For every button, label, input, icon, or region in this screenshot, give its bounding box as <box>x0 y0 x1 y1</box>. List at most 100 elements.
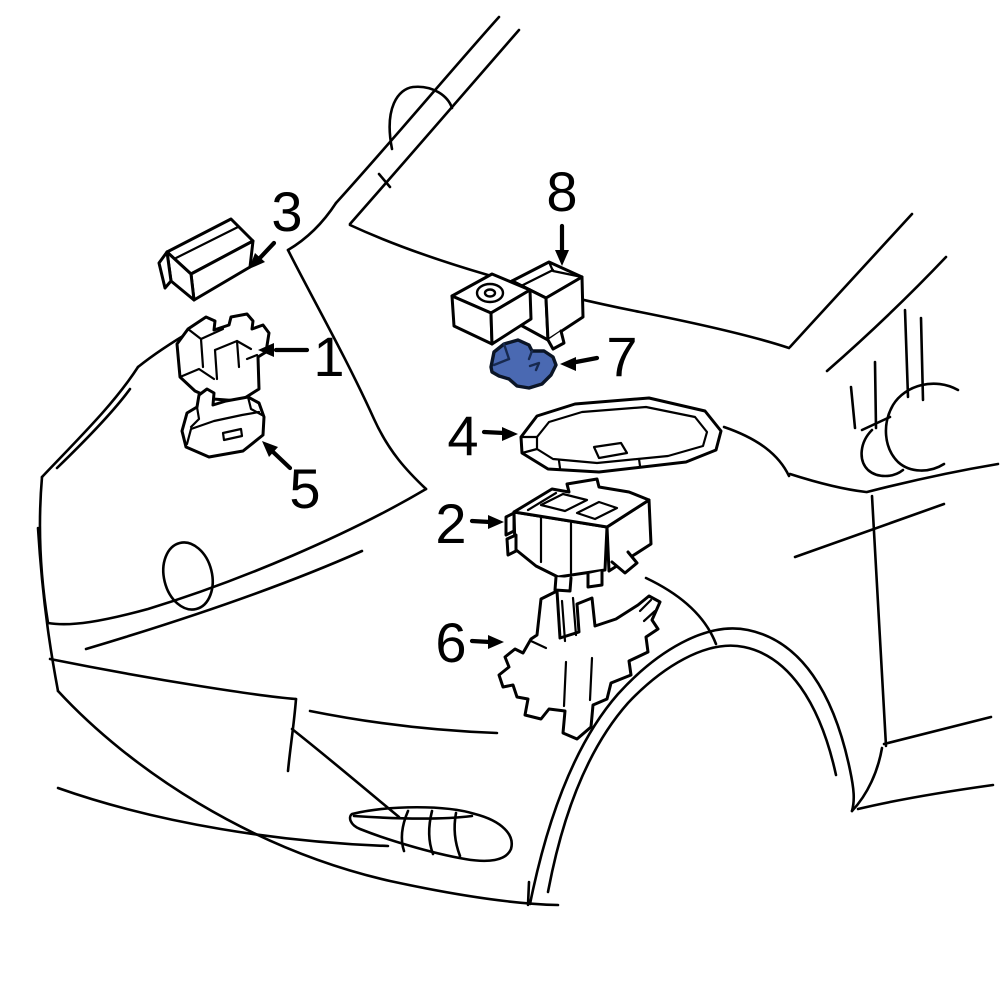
wheel-arch-outer <box>528 627 856 906</box>
callout-4-arrow-shaft <box>481 429 507 436</box>
part-4-notch-2 <box>520 447 539 455</box>
part-6-seam-2 <box>588 656 594 702</box>
fender-door-connect <box>722 425 791 478</box>
part-2-fuse-box <box>504 477 653 593</box>
fog-lamp-lid <box>352 814 474 820</box>
part-2-clip-3 <box>610 550 639 575</box>
hood-rear-edge <box>286 201 338 252</box>
cowl-line <box>348 223 791 350</box>
window-vent-line-3 <box>903 308 910 399</box>
bumper-bottom-edge <box>56 689 560 907</box>
part-8-right-right-face <box>544 275 585 342</box>
part-5-bracket <box>180 387 266 459</box>
callout-8-arrow-head <box>555 250 569 266</box>
part-4-tab-1 <box>557 459 562 470</box>
part-8-left-right-face <box>489 288 533 346</box>
callout-7-arrow-shaft <box>573 355 600 365</box>
callout-4[interactable]: 4 <box>447 404 518 467</box>
part-8-right-clip <box>546 329 566 351</box>
callout-3-number[interactable]: 3 <box>271 180 302 243</box>
callout-7-arrow-head <box>560 357 576 371</box>
part-4-window <box>592 441 629 460</box>
part-4-tab-2 <box>637 457 642 468</box>
part-3-seam <box>174 225 240 260</box>
part-1-detail-7 <box>245 353 259 361</box>
callout-3-arrow-head <box>249 253 265 269</box>
part-1-outline <box>175 312 271 403</box>
beltline <box>793 502 946 559</box>
part-4-rim <box>535 405 709 465</box>
callout-1-arrow-head <box>258 343 274 357</box>
part-7-seam-3 <box>527 349 534 361</box>
a-pillar-right-inner <box>825 255 948 373</box>
grille-band-line <box>84 549 364 651</box>
car-body-outline <box>36 15 1000 907</box>
a-pillar-left-outer <box>334 15 501 205</box>
callout-3[interactable]: 3 <box>249 180 303 269</box>
callout-2[interactable]: 2 <box>435 492 504 555</box>
callout-5-arrow-head <box>262 441 278 457</box>
part-2-tab-2 <box>505 533 518 557</box>
part-1-detail-5 <box>235 339 241 369</box>
part-8-terminal-center <box>483 288 497 298</box>
part-1-block <box>175 312 271 403</box>
door-top-line <box>865 462 1000 494</box>
bumper-top-right-line <box>308 709 499 735</box>
fog-lamp-rib-1 <box>400 809 410 853</box>
bumper-crease-feeder <box>290 727 401 819</box>
callout-4-number[interactable]: 4 <box>447 404 478 467</box>
part-1-detail-4 <box>213 348 219 381</box>
a-pillar-right-outer <box>788 212 914 349</box>
part-5-slot <box>221 427 244 442</box>
window-vent-line-4 <box>919 316 925 402</box>
arch-rear-foot <box>850 746 884 813</box>
callout-6-number[interactable]: 6 <box>435 611 466 674</box>
wheel-arch-inner <box>546 644 838 894</box>
part-2-slot-2 <box>575 500 619 521</box>
vent-underline <box>860 415 892 432</box>
rocker-line-1 <box>882 715 993 746</box>
callout-8[interactable]: 8 <box>546 160 578 266</box>
part-6-seam-1 <box>562 660 568 708</box>
callout-4-arrow-head <box>502 427 518 441</box>
callout-2-arrow-shaft <box>469 518 493 525</box>
arch-flare-joint <box>526 880 531 907</box>
callout-5-number[interactable]: 5 <box>289 457 320 520</box>
part-3-step <box>157 250 173 290</box>
callout-5[interactable]: 5 <box>262 441 321 520</box>
part-8-right-seam <box>517 268 555 289</box>
part-3-box <box>157 217 255 302</box>
part-2-clip-1 <box>553 575 573 593</box>
callout-7[interactable]: 7 <box>560 325 638 388</box>
part-1-detail-2 <box>199 327 225 341</box>
callout-5-arrow-shaft <box>268 447 293 471</box>
callout-2-number[interactable]: 2 <box>435 492 466 555</box>
brand-emblem <box>162 541 214 611</box>
window-vent-line-1 <box>849 385 857 430</box>
window-vent-line-2 <box>873 360 878 430</box>
callout-8-number[interactable]: 8 <box>546 160 577 223</box>
callout-6-arrow-head <box>488 635 504 649</box>
part-7-body[interactable] <box>489 338 558 390</box>
part-5-tab-2 <box>246 395 264 417</box>
fog-lamp-rib-3 <box>453 811 462 858</box>
pillar-tick <box>377 172 392 189</box>
part-4-outline <box>519 396 723 474</box>
callout-2-arrow-head <box>488 515 504 529</box>
part-8-relays <box>450 260 585 351</box>
part-6-outline <box>497 589 662 741</box>
part-2-tab-1 <box>504 511 516 537</box>
part-2-slot-1 <box>539 492 589 513</box>
callout-6[interactable]: 6 <box>435 611 504 674</box>
part-2-rim <box>526 491 558 512</box>
bumper-crease <box>48 657 298 701</box>
callout-7-number[interactable]: 7 <box>606 325 637 388</box>
callout-1[interactable]: 1 <box>258 325 345 388</box>
bumper-side-edge <box>36 526 60 693</box>
part-7-sensor-highlighted[interactable] <box>489 338 558 390</box>
part-2-clip-2 <box>586 569 604 589</box>
fog-lamp-rib-2 <box>427 809 435 856</box>
callout-1-number[interactable]: 1 <box>313 325 344 388</box>
